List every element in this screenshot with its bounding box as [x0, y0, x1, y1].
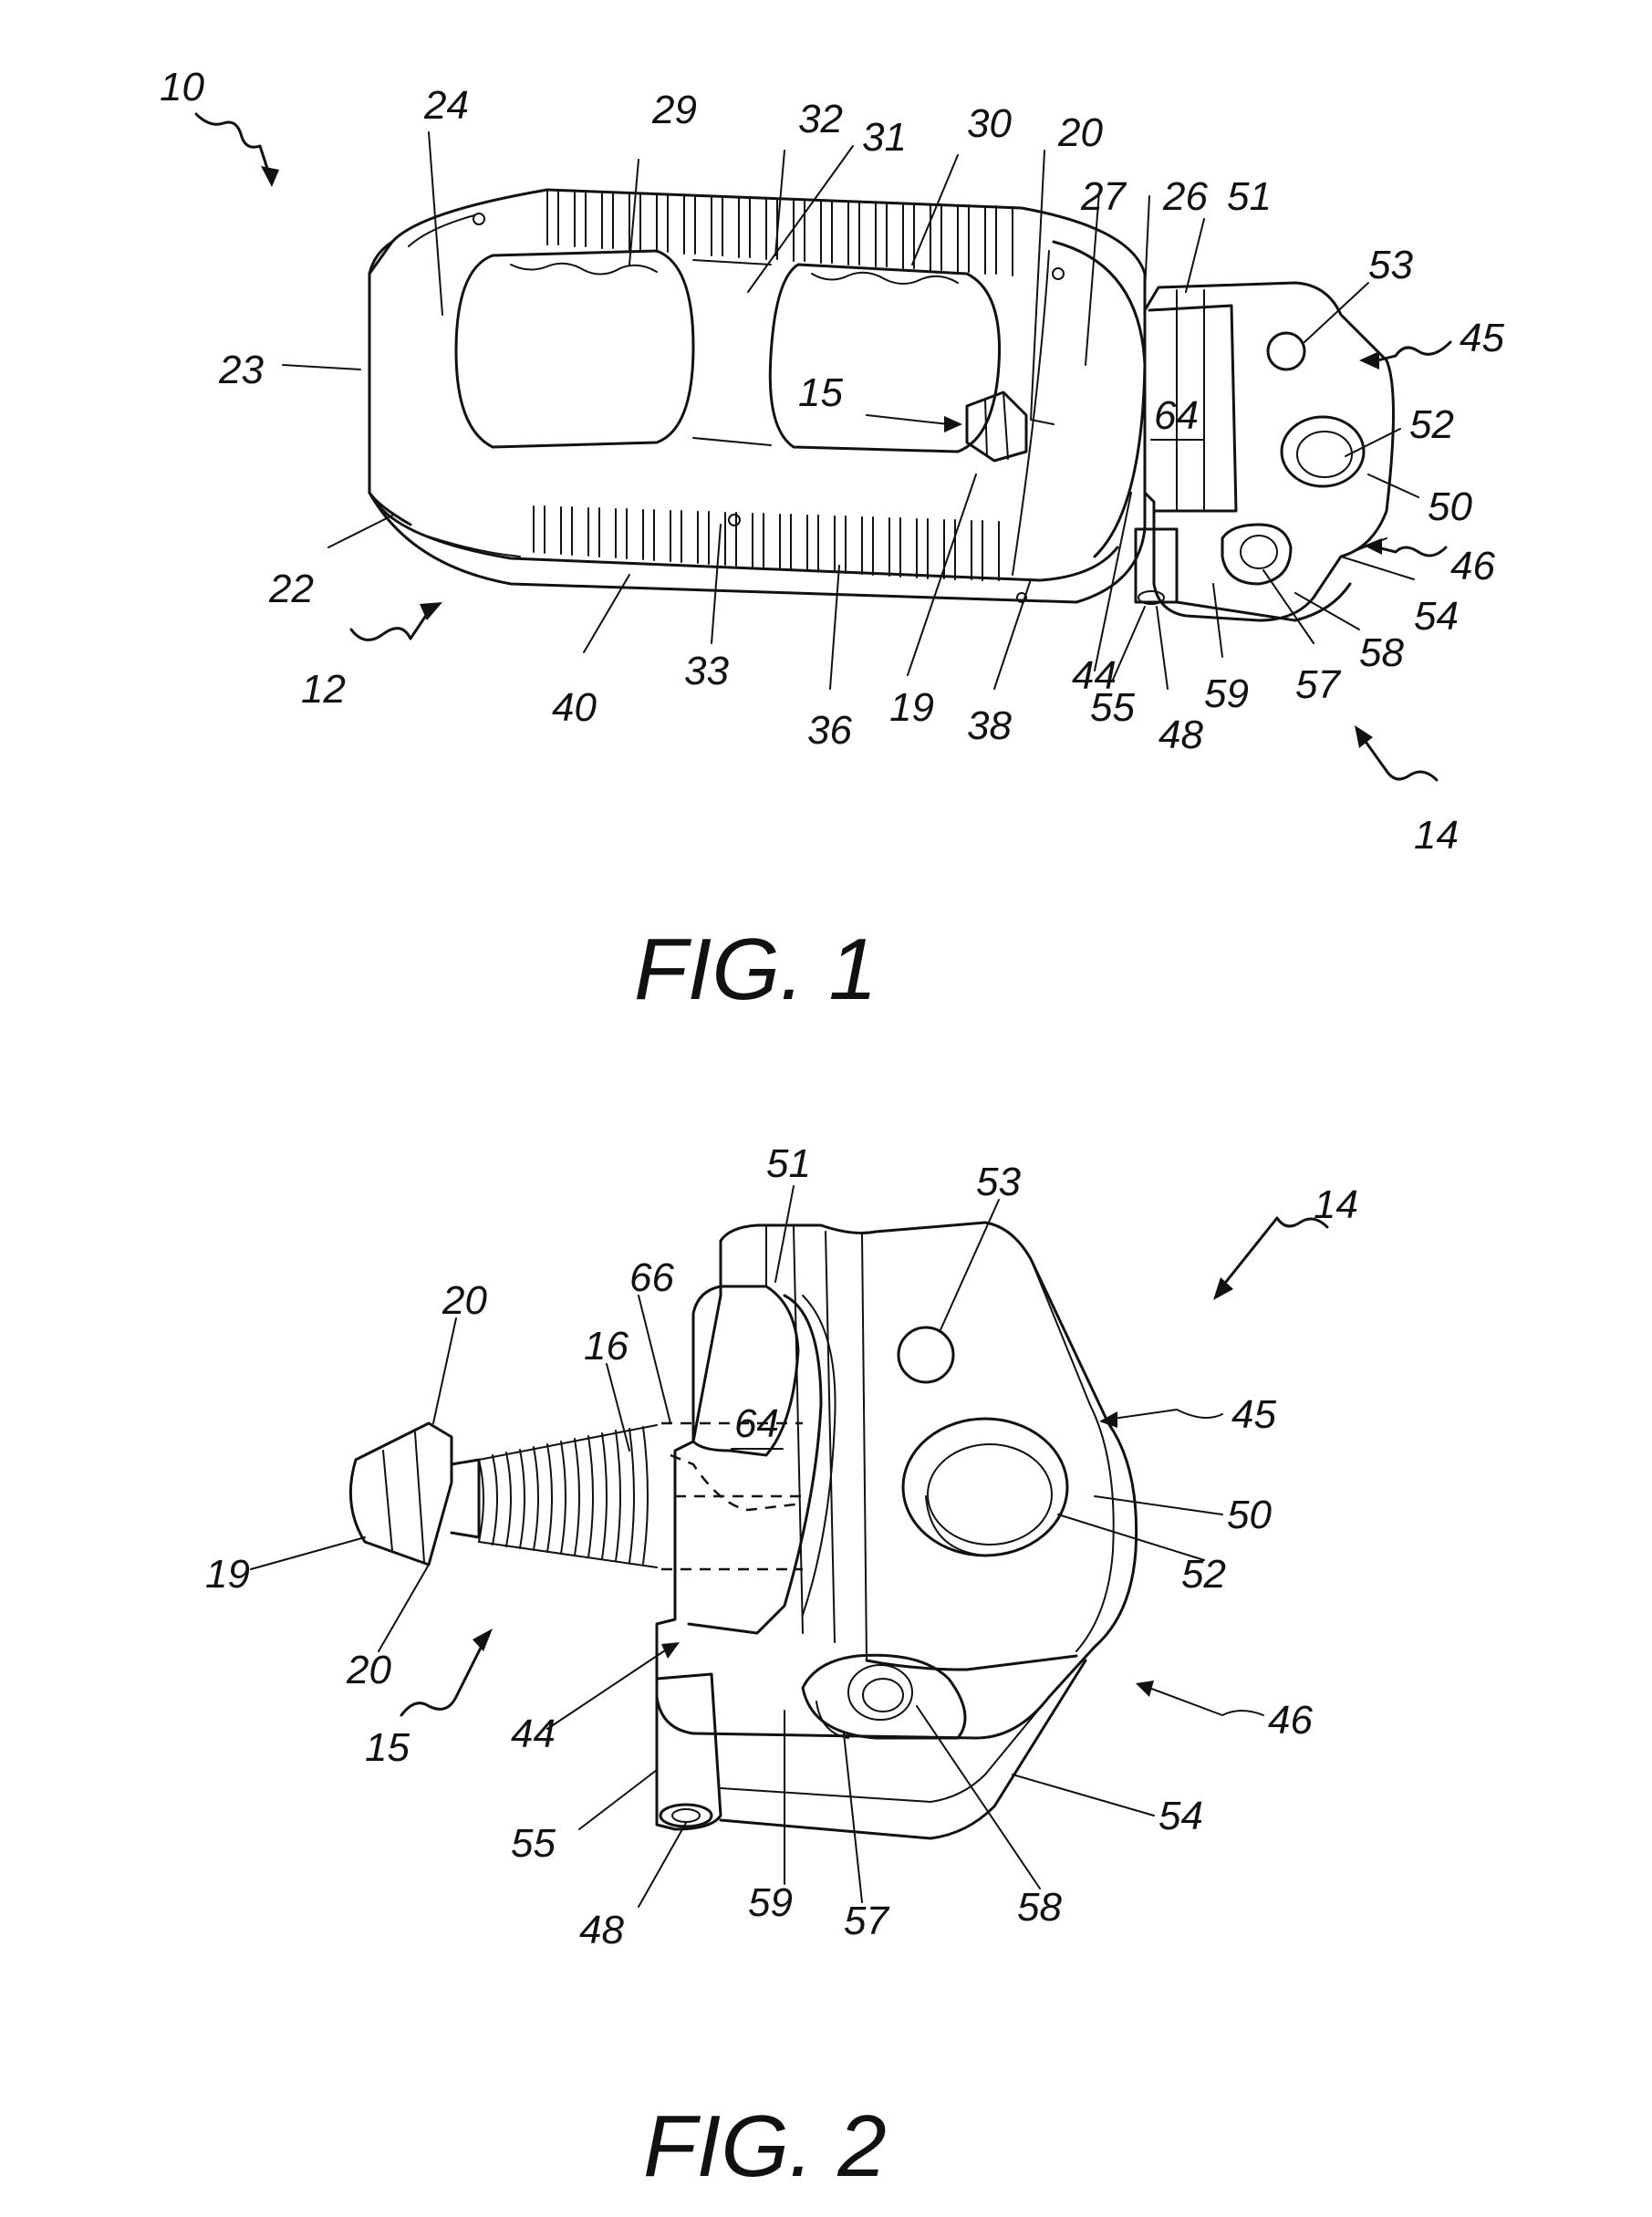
- ref-46: 46: [1450, 544, 1495, 588]
- ref-53: 53: [1368, 243, 1413, 287]
- ref-30: 30: [967, 101, 1012, 146]
- ref-16: 16: [584, 1324, 629, 1369]
- ref-44: 44: [1072, 653, 1117, 698]
- figure-2: 51 53 14 20 66 16 64 45 50 19 52 20 46 1…: [205, 1141, 1358, 2195]
- ref-58: 58: [1359, 630, 1404, 675]
- ref-52: 52: [1181, 1552, 1226, 1597]
- ref-38: 38: [967, 703, 1012, 748]
- graft-window-right: [770, 265, 999, 452]
- ref-32: 32: [798, 97, 843, 141]
- implant-body: [369, 190, 1145, 602]
- ref-46: 46: [1268, 1698, 1313, 1743]
- ref-57: 57: [1295, 662, 1341, 707]
- ref-31: 31: [862, 115, 907, 160]
- ref-45: 45: [1231, 1392, 1276, 1437]
- ref-33: 33: [684, 649, 729, 693]
- ref-22: 22: [268, 567, 314, 611]
- ref-40: 40: [552, 685, 597, 730]
- fig1-labels: 10 24 29 32 31 30 20 27 26 51 53 45 23 1…: [160, 65, 1504, 858]
- ref-64: 64: [1154, 393, 1199, 438]
- ref-12: 12: [301, 667, 346, 712]
- ref-59: 59: [1204, 671, 1249, 716]
- ref-15: 15: [798, 370, 843, 415]
- ref-50: 50: [1428, 484, 1472, 529]
- ref-10: 10: [160, 65, 204, 109]
- ref-52: 52: [1409, 402, 1454, 447]
- ref-23: 23: [218, 348, 264, 392]
- plate-fig2: [657, 1223, 1137, 1838]
- locking-element-fig1: [967, 392, 1026, 461]
- threads: [479, 1425, 657, 1567]
- ref-20-bottom: 20: [346, 1648, 391, 1692]
- ref-44: 44: [511, 1712, 556, 1756]
- ref-19: 19: [889, 685, 934, 730]
- ref-19: 19: [205, 1552, 250, 1597]
- ref-64: 64: [734, 1401, 779, 1446]
- ref-50: 50: [1227, 1493, 1272, 1537]
- ref-26: 26: [1162, 174, 1208, 219]
- ref-20-top: 20: [442, 1278, 487, 1323]
- ref-59: 59: [748, 1880, 793, 1925]
- figure-1-caption: FIG. 1: [634, 921, 878, 1018]
- ref-24: 24: [423, 83, 469, 128]
- ref-66: 66: [629, 1255, 674, 1300]
- ref-14: 14: [1414, 813, 1459, 858]
- ref-29: 29: [651, 88, 697, 132]
- ref-54: 54: [1414, 594, 1459, 639]
- ref-36: 36: [807, 708, 852, 753]
- ref-48: 48: [579, 1908, 624, 1952]
- ref-45: 45: [1460, 316, 1504, 360]
- ref-20: 20: [1057, 110, 1103, 155]
- ref-15: 15: [365, 1725, 410, 1770]
- ref-51: 51: [1227, 174, 1272, 219]
- ref-27: 27: [1080, 174, 1127, 219]
- ref-55: 55: [511, 1821, 556, 1866]
- ref-51: 51: [766, 1141, 811, 1186]
- ref-53: 53: [976, 1160, 1021, 1204]
- ref-57: 57: [844, 1899, 889, 1943]
- ref-48: 48: [1158, 713, 1203, 757]
- ref-14: 14: [1314, 1182, 1358, 1227]
- graft-window-left: [456, 251, 693, 447]
- ref-58: 58: [1017, 1885, 1062, 1930]
- figure-1: 10 24 29 32 31 30 20 27 26 51 53 45 23 1…: [160, 65, 1504, 1018]
- ref-54: 54: [1158, 1794, 1203, 1838]
- figure-2-caption: FIG. 2: [643, 2097, 887, 2195]
